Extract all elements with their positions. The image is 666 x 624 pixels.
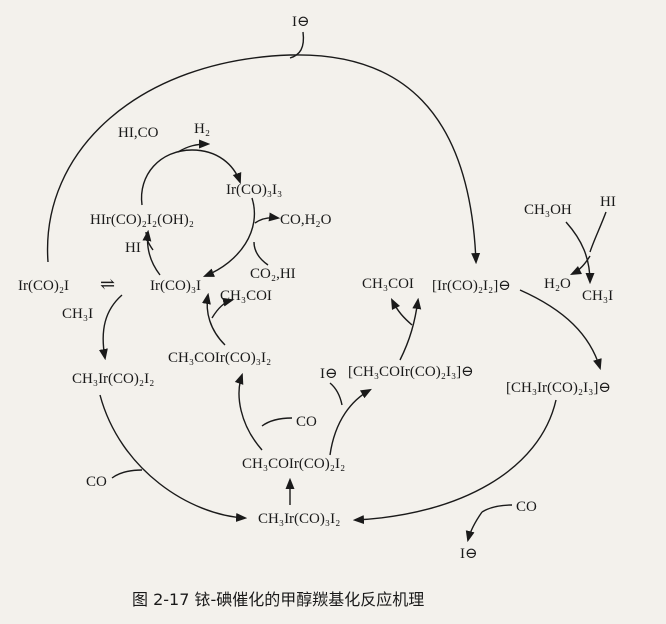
- co2-hi-join-arc: [253, 241, 269, 266]
- iodide-add-arc: [329, 388, 372, 456]
- ch3coir-co2-i2-label: CH₃COIr(CO)₂I₂: [242, 456, 345, 472]
- iodide-top-label: I⊖: [292, 14, 310, 30]
- h2o-release-arc: [569, 255, 591, 276]
- co-substitution-arc: [352, 399, 557, 525]
- ir-co2-i-label: Ir(CO)₂I: [18, 278, 69, 294]
- methanol-label: CH₃OH: [524, 202, 572, 218]
- co-h2o-label: CO,H₂O: [280, 212, 332, 228]
- equilibrium-arrow: ⇌: [100, 274, 115, 294]
- ch3coi-upper-release-arc: [211, 297, 235, 319]
- h2-label: H₂: [194, 121, 210, 137]
- ch3i-oa-right-arc: [519, 289, 602, 371]
- h2-release-arc: [177, 139, 211, 153]
- ch3i-left-label: CH₃I: [62, 306, 93, 322]
- ch3ir-co3-i2-label: CH₃Ir(CO)₃I₂: [258, 511, 340, 527]
- iodide-mid-label: I⊖: [320, 366, 338, 382]
- co-mid-join-arc: [261, 417, 293, 427]
- outer-cycle-arc: [46, 54, 481, 265]
- ir-co3-i-to-hir-arc: [142, 229, 161, 276]
- ir-co3-i3-label: Ir(CO)₃I₃: [226, 182, 282, 198]
- iodide-bottom-label: I⊖: [460, 546, 478, 562]
- ir-co3-i3-to-ir-co3-i-arc: [202, 197, 256, 277]
- co-insertion-left-arc: [99, 394, 248, 522]
- co-right-join-arc: [481, 504, 513, 513]
- hi-co-label: HI,CO: [118, 125, 159, 141]
- ch3coir-co3-i2-label: CH₃COIr(CO)₃I₂: [168, 350, 271, 366]
- co-mid-label: CO: [296, 414, 317, 430]
- reductive-elim-upper-arc: [202, 292, 226, 346]
- ch3i-oxidative-addition-arc: [99, 294, 123, 361]
- hi-left-label: HI: [125, 240, 141, 256]
- hir-co2-i2-oh2-label: HIr(CO)₂I₂(OH)₂: [90, 212, 194, 228]
- hi-right-label: HI: [600, 194, 616, 210]
- co-left-join-arc: [111, 469, 143, 479]
- water-label: H₂O: [544, 276, 571, 292]
- ch3ir-co2-i3-anion-label: [CH₃Ir(CO)₂I₃]⊖: [506, 380, 611, 396]
- hi-join-arc: [589, 211, 607, 253]
- iodide-mid-join-arc: [329, 382, 343, 406]
- co-add-mid-arc: [234, 372, 263, 451]
- ch3coir-co2-i3-anion-label: [CH₃COIr(CO)₂I₃]⊖: [348, 364, 474, 380]
- co-h2o-release-arc: [254, 212, 281, 224]
- reductive-elim-right-arc: [399, 297, 422, 361]
- ch3i-right-label: CH₃I: [582, 288, 613, 304]
- ch3coi-right-release-arc: [390, 297, 413, 326]
- co-right-label: CO: [516, 499, 537, 515]
- iodide-join-arc: [289, 31, 305, 59]
- ch3coi-upper-label: CH₃COI: [220, 288, 272, 304]
- ir-co2-i2-anion-label: [Ir(CO)₂I₂]⊖: [432, 278, 511, 294]
- methanol-hi-arc: [565, 221, 595, 285]
- hi-co-to-ir-co3-i3-arc: [140, 149, 242, 206]
- co-left-label: CO: [86, 474, 107, 490]
- ch3coi-right-label: CH₃COI: [362, 276, 414, 292]
- ir-co3-i-label: Ir(CO)₃I: [150, 278, 201, 294]
- ch3ir-co2-i2-label: CH₃Ir(CO)₂I₂: [72, 371, 154, 387]
- co2-hi-label: CO₂,HI: [250, 266, 296, 282]
- figure-caption: 图 2-17 铱-碘催化的甲醇羰基化反应机理: [132, 590, 424, 609]
- hi-release-arc: [145, 231, 154, 251]
- iodide-release-arc: [465, 511, 483, 543]
